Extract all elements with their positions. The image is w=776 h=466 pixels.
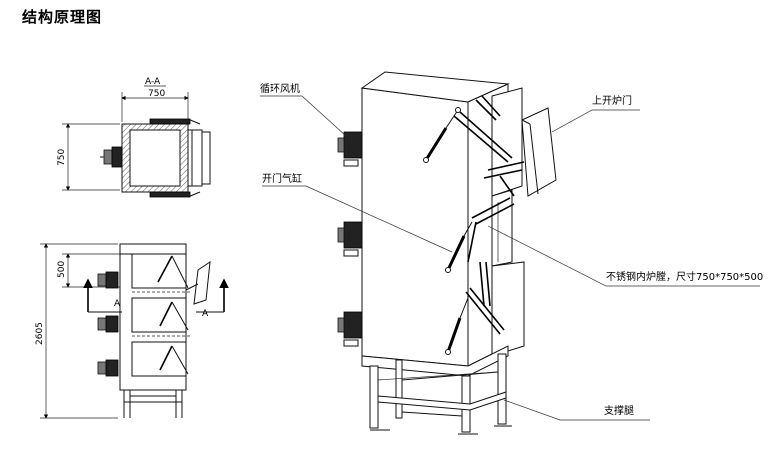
- label-legs: 支撑腿: [604, 404, 634, 417]
- label-fan: 循环风机: [260, 82, 300, 95]
- section-mark-right: A: [202, 309, 209, 319]
- dim-total-height: 2605: [35, 322, 45, 345]
- dim-top-width: 750: [148, 89, 165, 99]
- fan-motor-top: [337, 131, 363, 167]
- dim-top-depth: 750: [57, 149, 67, 166]
- page-title: 结构原理图: [22, 8, 103, 26]
- fan-motor-bottom: [337, 311, 363, 347]
- section-label: A-A: [145, 77, 161, 87]
- section-mark-left: A: [114, 299, 121, 309]
- section-view: 2605 500: [35, 243, 229, 419]
- label-door: 上开炉门: [592, 94, 632, 107]
- top-view: A-A 750 750: [57, 77, 211, 198]
- dim-chamber-height: 500: [57, 261, 67, 278]
- isometric-view: 上开炉门: [260, 71, 763, 435]
- label-chamber: 不锈钢内炉膛，尺寸750*750*500: [606, 270, 763, 283]
- label-cylinder: 开门气缸: [262, 172, 302, 185]
- fan-motor-middle: [337, 221, 363, 257]
